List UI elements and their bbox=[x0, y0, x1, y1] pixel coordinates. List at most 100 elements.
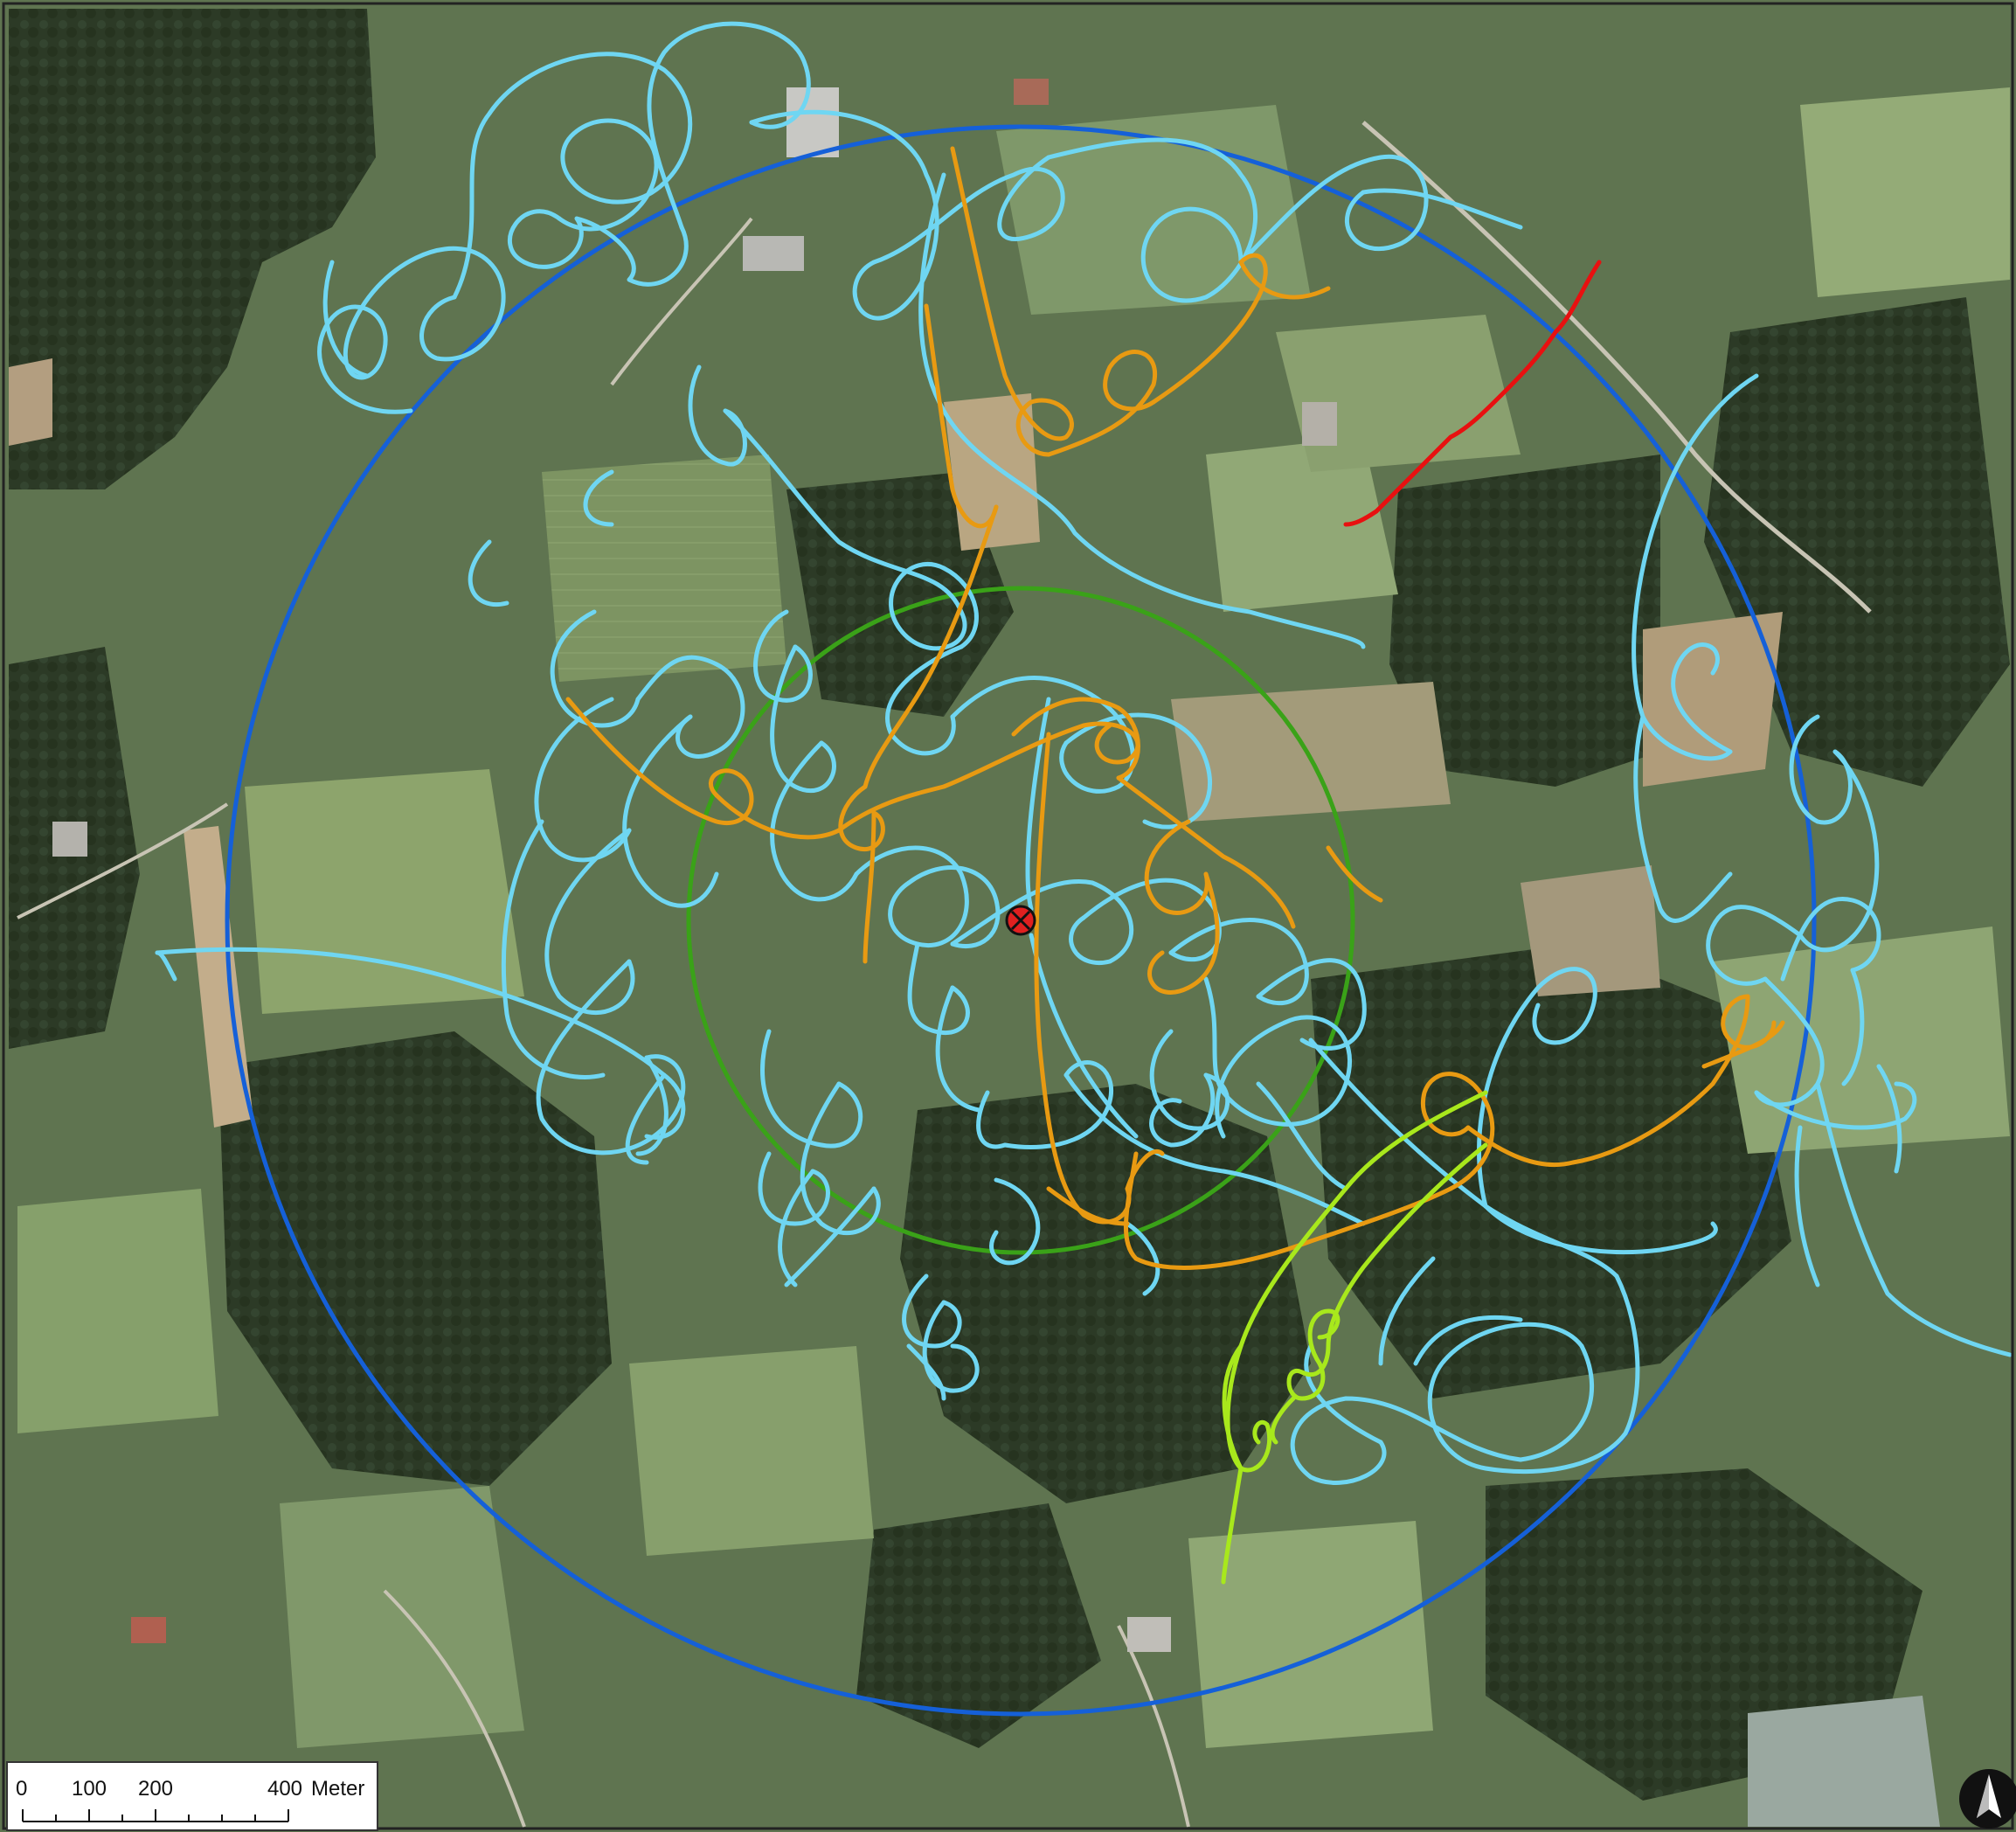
flight-track bbox=[950, 879, 1134, 965]
scale-tick-label-400: 400 bbox=[267, 1777, 302, 1801]
flight-track bbox=[1633, 714, 1733, 923]
outer-radius-circle bbox=[225, 124, 1817, 1717]
field bbox=[1188, 1521, 1433, 1748]
flight-track bbox=[1706, 905, 1803, 986]
forest-area bbox=[1704, 297, 2010, 787]
flight-track bbox=[863, 504, 999, 789]
flight-track bbox=[625, 1072, 667, 1165]
forest-area bbox=[786, 472, 1014, 717]
field bbox=[9, 358, 52, 446]
forest-area bbox=[1389, 455, 1660, 787]
building bbox=[743, 236, 804, 271]
flight-track bbox=[922, 1300, 980, 1393]
flight-track bbox=[1238, 154, 1429, 265]
flight-track bbox=[1632, 373, 1759, 761]
field bbox=[17, 1189, 218, 1433]
flight-track bbox=[723, 408, 967, 651]
flight-track bbox=[1125, 1221, 1160, 1296]
flight-track bbox=[854, 845, 969, 947]
field bbox=[944, 393, 1040, 551]
flight-track bbox=[1116, 775, 1296, 929]
flight-track bbox=[906, 1343, 946, 1401]
flight-track-lime bbox=[1221, 1090, 1488, 1585]
building bbox=[1302, 402, 1337, 446]
flight-track bbox=[1326, 845, 1383, 903]
flight-track bbox=[935, 985, 981, 1113]
flight-track bbox=[1789, 714, 1853, 825]
flight-track bbox=[1252, 1420, 1270, 1445]
flight-track bbox=[1343, 509, 1379, 527]
scale-bar: 0 100 200 400 Meter bbox=[6, 1761, 378, 1831]
flight-track bbox=[1046, 1186, 1130, 1226]
field bbox=[1748, 1696, 1940, 1827]
land-cover bbox=[9, 9, 2010, 1828]
flight-track bbox=[1307, 1308, 1341, 1366]
flight-track bbox=[950, 146, 1074, 457]
flight-track bbox=[770, 644, 836, 794]
flight-track bbox=[950, 676, 1135, 794]
road bbox=[383, 1589, 526, 1828]
flight-track bbox=[1147, 871, 1220, 995]
road bbox=[1361, 121, 1872, 614]
flight-track bbox=[1046, 137, 1258, 303]
flight-track bbox=[1299, 1142, 1488, 1377]
flight-track bbox=[1413, 1315, 1523, 1366]
flight-track bbox=[468, 539, 509, 607]
road bbox=[17, 802, 229, 919]
flight-track bbox=[1876, 1064, 1902, 1174]
flight-track bbox=[1011, 697, 1140, 781]
flight-track bbox=[1374, 260, 1602, 514]
flight-track bbox=[749, 109, 939, 321]
flight-track bbox=[1094, 723, 1130, 765]
flight-track bbox=[1304, 1343, 1383, 1445]
flight-track bbox=[1798, 749, 1880, 953]
flight-track bbox=[1025, 697, 1051, 912]
flight-track bbox=[501, 819, 606, 1079]
flight-track bbox=[1046, 350, 1158, 457]
road bbox=[610, 217, 753, 386]
flight-tracks-cyan bbox=[155, 21, 2013, 1485]
field bbox=[1171, 682, 1451, 822]
forest-area bbox=[1311, 944, 1791, 1398]
flight-track bbox=[1701, 1020, 1785, 1069]
flight-track bbox=[800, 1081, 881, 1236]
scale-unit-label: Meter bbox=[311, 1777, 364, 1801]
flight-track bbox=[1780, 897, 1881, 982]
flight-track bbox=[155, 947, 686, 1140]
forest-area bbox=[9, 9, 376, 489]
flight-track bbox=[1378, 1256, 1436, 1366]
flight-track bbox=[1483, 1204, 1718, 1254]
flight-track bbox=[1427, 1273, 1640, 1475]
flight-track bbox=[907, 941, 970, 1036]
flight-track-red bbox=[1343, 260, 1602, 527]
building bbox=[52, 822, 87, 857]
field bbox=[280, 1486, 524, 1748]
flight-track bbox=[1144, 819, 1209, 915]
field bbox=[1800, 87, 2010, 297]
building bbox=[1014, 79, 1049, 105]
flight-track bbox=[1420, 1072, 1495, 1191]
flight-track bbox=[924, 303, 999, 529]
flight-track bbox=[1518, 1343, 1595, 1462]
field bbox=[1206, 437, 1398, 612]
flight-track bbox=[1149, 1029, 1230, 1131]
flight-track bbox=[1225, 1090, 1488, 1473]
scale-tick-label-200: 200 bbox=[138, 1777, 173, 1801]
flight-track bbox=[1477, 967, 1597, 1209]
flight-track bbox=[1002, 1060, 1113, 1150]
flight-track bbox=[622, 714, 719, 908]
field bbox=[542, 455, 786, 682]
flight-track bbox=[635, 1055, 669, 1156]
flight-track bbox=[1465, 994, 1750, 1168]
flight-track bbox=[155, 950, 177, 982]
flight-track bbox=[1123, 1151, 1453, 1270]
field bbox=[629, 1346, 874, 1556]
building bbox=[1127, 1617, 1171, 1652]
flight-track bbox=[1029, 933, 1139, 1139]
forest-area bbox=[856, 1503, 1101, 1748]
flight-track bbox=[583, 469, 614, 527]
circle-x-icon[interactable] bbox=[1005, 905, 1036, 936]
